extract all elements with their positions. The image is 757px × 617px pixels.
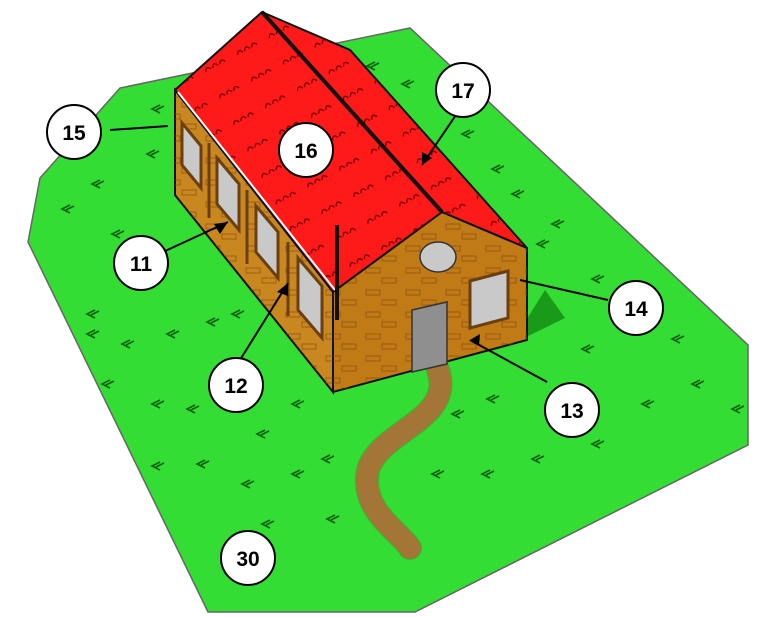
callout-14: 14 — [609, 281, 663, 335]
callout-13: 13 — [545, 383, 599, 437]
callout-30: 30 — [221, 531, 275, 585]
callout-16-label: 16 — [294, 140, 317, 163]
callout-17-label: 17 — [451, 80, 474, 103]
gable-window — [470, 271, 508, 328]
callout-11-label: 11 — [130, 253, 153, 276]
callout-12-label: 12 — [224, 375, 247, 398]
callout-13-label: 13 — [560, 400, 583, 423]
callout-30-label: 30 — [236, 548, 259, 571]
callout-17: 17 — [436, 63, 490, 117]
callout-11: 11 — [114, 236, 168, 290]
callout-16: 16 — [279, 123, 333, 177]
callout-14-label: 14 — [624, 298, 648, 321]
front-door — [412, 302, 447, 372]
callout-12: 12 — [209, 358, 263, 412]
callout-15-label: 15 — [62, 122, 86, 145]
callout-15: 15 — [47, 105, 101, 159]
round-window — [420, 242, 456, 272]
